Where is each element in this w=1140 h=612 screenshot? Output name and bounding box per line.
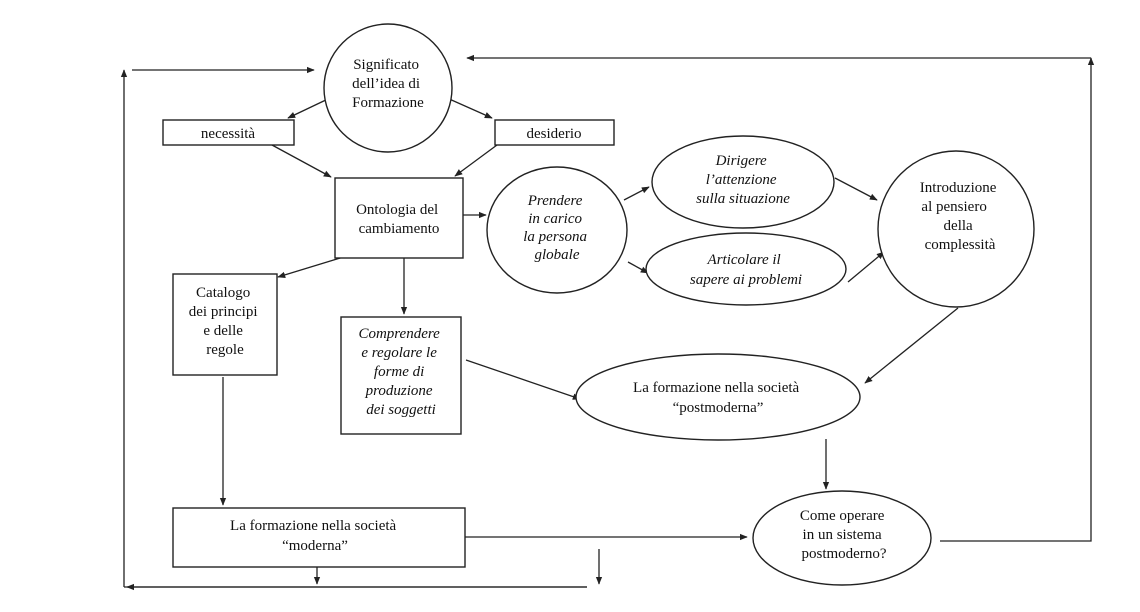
edge-prendere-dirigere bbox=[623, 186, 650, 201]
edge-desiderio-ontologia bbox=[454, 144, 498, 177]
edge-necessita-ontologia bbox=[271, 144, 332, 178]
node-ontologia: Ontologia del cambiamento bbox=[334, 177, 464, 259]
desiderio-text: desiderio bbox=[527, 126, 582, 142]
comprendere-text: Comprendere e regolare le forme di produ… bbox=[358, 326, 443, 418]
edge-prendere-articolare bbox=[627, 261, 649, 274]
node-significato: Significato dell’idea di Formazione bbox=[323, 23, 453, 153]
prendere-text: Prendere in carico la persona globale bbox=[523, 193, 591, 263]
necessita-text: necessità bbox=[201, 126, 255, 142]
node-desiderio: desiderio bbox=[494, 119, 615, 146]
significato-text: Significato dell’idea di Formazione bbox=[352, 57, 424, 111]
edge-introduzione-postmoderna bbox=[864, 307, 959, 384]
edge-comprendere-postmoderna bbox=[465, 359, 581, 400]
node-necessita: necessità bbox=[162, 119, 295, 146]
operare-text: Come operare in un sistema postmoderno? bbox=[800, 508, 888, 562]
catalogo-text: Catalogo dei principi e delle regole bbox=[189, 285, 261, 358]
node-catalogo: Catalogo dei principi e delle regole bbox=[172, 273, 278, 376]
moderna-text: La formazione nella società “moderna” bbox=[230, 518, 400, 554]
ontologia-text: Ontologia del cambiamento bbox=[356, 202, 442, 237]
node-moderna: La formazione nella società “moderna” bbox=[172, 507, 466, 568]
edge-significato-necessita bbox=[287, 97, 331, 119]
edge-articolare-introduzione bbox=[847, 251, 885, 283]
node-postmoderna: La formazione nella società “postmoderna… bbox=[575, 353, 861, 441]
node-introduzione: Introduzione al pensiero della complessi… bbox=[877, 150, 1035, 308]
introduzione-text: Introduzione al pensiero della complessi… bbox=[920, 180, 1000, 253]
edge-significato-desiderio bbox=[446, 97, 493, 119]
node-dirigere: Dirigere l’attenzione sulla situazione bbox=[651, 135, 835, 229]
edge-operare-significato-loop bbox=[940, 57, 1095, 542]
node-prendere: Prendere in carico la persona globale bbox=[486, 166, 628, 294]
edges bbox=[120, 54, 1095, 591]
articolare-text: Articolare il sapere ai problemi bbox=[690, 252, 802, 288]
edge-dirigere-introduzione bbox=[834, 177, 878, 201]
node-articolare: Articolare il sapere ai problemi bbox=[645, 232, 847, 306]
node-comprendere: Comprendere e regolare le forme di produ… bbox=[340, 316, 462, 435]
dirigere-text: Dirigere l’attenzione sulla situazione bbox=[696, 153, 790, 207]
postmoderna-text: La formazione nella società “postmoderna… bbox=[633, 380, 803, 416]
node-operare: Come operare in un sistema postmoderno? bbox=[752, 490, 932, 586]
